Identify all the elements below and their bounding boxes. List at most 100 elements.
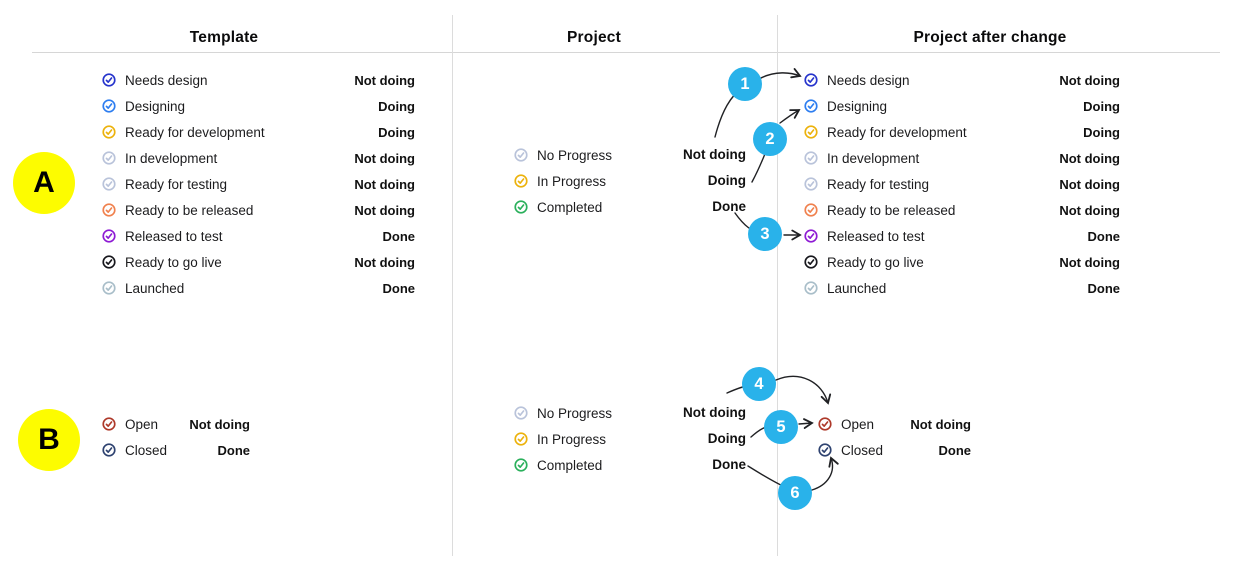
- section-a-label: A: [33, 166, 55, 199]
- status-row: Ready for testing Not doing: [804, 171, 1120, 197]
- status-label: In Progress: [537, 431, 607, 447]
- check-circle-icon: [804, 177, 818, 191]
- check-circle-icon: [804, 229, 818, 243]
- step-number: 3: [760, 224, 770, 243]
- check-circle-icon: [102, 125, 116, 139]
- step-number: 2: [765, 129, 775, 148]
- check-circle-icon: [818, 443, 832, 457]
- status-row: Launched Done: [804, 275, 1120, 301]
- status-label: Ready for development: [827, 124, 967, 140]
- project-status-list-bottom: No Progress In Progress Completed: [514, 400, 684, 478]
- status-label: Ready to be released: [827, 202, 956, 218]
- header-divider-line: [32, 52, 1220, 53]
- mapping-label-not-doing: Not doing: [683, 405, 746, 420]
- check-circle-icon: [514, 174, 528, 188]
- status-row: In development Not doing: [102, 145, 415, 171]
- step-marker-1: 1: [728, 67, 762, 101]
- column-header-project: Project: [567, 29, 621, 46]
- status-row: Ready for development Doing: [102, 119, 415, 145]
- status-label: Closed: [841, 442, 884, 458]
- mapping-value: Done: [1087, 280, 1121, 296]
- check-circle-icon: [102, 151, 116, 165]
- status-row: No Progress: [514, 400, 684, 426]
- step-number: 1: [740, 74, 750, 93]
- status-row: In Progress: [514, 168, 684, 194]
- section-b-label: B: [38, 423, 60, 456]
- column-divider-right: [777, 15, 778, 556]
- mapping-value: Not doing: [1059, 254, 1120, 270]
- arrow-4-head: [775, 375, 832, 405]
- status-row: Ready to be released Not doing: [804, 197, 1120, 223]
- mapping-value: Doing: [1083, 98, 1120, 114]
- section-a-badge: A: [13, 152, 75, 214]
- mapping-value: Doing: [378, 124, 415, 140]
- mapping-value: Doing: [1083, 124, 1120, 140]
- status-row: Ready for development Doing: [804, 119, 1120, 145]
- mapping-value: Not doing: [189, 416, 250, 432]
- mapping-value: Not doing: [354, 150, 415, 166]
- status-label: Launched: [125, 280, 185, 296]
- mapping-value: Done: [938, 442, 972, 458]
- mapping-value: Not doing: [910, 416, 971, 432]
- check-circle-icon: [514, 458, 528, 472]
- status-label: Ready for testing: [827, 176, 930, 192]
- status-label: In development: [125, 150, 218, 166]
- status-label: Ready to go live: [125, 254, 222, 270]
- mapping-value: Done: [1087, 228, 1121, 244]
- check-circle-icon: [804, 151, 818, 165]
- step-number: 4: [754, 374, 764, 393]
- status-row: Released to test Done: [102, 223, 415, 249]
- project-after-change-status-list: Needs design Not doing Designing Doing R…: [804, 67, 1120, 301]
- after-change-b-status-list: Open Not doing Closed Done: [818, 411, 971, 463]
- status-row: Designing Doing: [804, 93, 1120, 119]
- status-row: No Progress: [514, 142, 684, 168]
- mapping-value: Done: [382, 280, 416, 296]
- step-number: 5: [776, 417, 786, 436]
- status-label: Completed: [537, 457, 603, 473]
- check-circle-icon: [804, 99, 818, 113]
- check-circle-icon: [804, 203, 818, 217]
- status-label: Ready for development: [125, 124, 265, 140]
- check-circle-icon: [804, 73, 818, 87]
- status-label: Open: [841, 416, 875, 432]
- mapping-value: Not doing: [1059, 176, 1120, 192]
- mapping-label-done: Done: [712, 457, 746, 472]
- step-marker-2: 2: [753, 122, 787, 156]
- step-number: 6: [790, 483, 800, 502]
- status-row: Launched Done: [102, 275, 415, 301]
- mapping-labels-bottom: Not doing Doing Done: [626, 400, 746, 478]
- status-label: In development: [827, 150, 920, 166]
- mapping-value: Not doing: [354, 72, 415, 88]
- mapping-value: Doing: [378, 98, 415, 114]
- status-label: No Progress: [537, 147, 613, 163]
- status-label: In Progress: [537, 173, 607, 189]
- check-circle-icon: [102, 203, 116, 217]
- status-label: Designing: [125, 98, 186, 114]
- status-label: Closed: [125, 442, 168, 458]
- mapping-value: Done: [382, 228, 416, 244]
- status-row: Ready to go live Not doing: [102, 249, 415, 275]
- status-label: Released to test: [827, 228, 925, 244]
- arrow-1-head: [760, 68, 802, 79]
- status-row: Open Not doing: [818, 411, 971, 437]
- mapping-value: Not doing: [1059, 72, 1120, 88]
- status-row: Needs design Not doing: [804, 67, 1120, 93]
- check-circle-icon: [818, 417, 832, 431]
- check-circle-icon: [102, 281, 116, 295]
- status-row: Ready for testing Not doing: [102, 171, 415, 197]
- status-label: Ready to go live: [827, 254, 924, 270]
- check-circle-icon: [514, 432, 528, 446]
- status-row: Closed Done: [102, 437, 250, 463]
- template-b-status-list: Open Not doing Closed Done: [102, 411, 250, 463]
- column-divider-left: [452, 15, 453, 556]
- arrow-5-head: [798, 418, 814, 429]
- status-row: Ready to be released Not doing: [102, 197, 415, 223]
- status-row: In Progress: [514, 426, 684, 452]
- status-label: Needs design: [827, 72, 910, 88]
- status-label: Open: [125, 416, 159, 432]
- status-row: Closed Done: [818, 437, 971, 463]
- check-circle-icon: [102, 229, 116, 243]
- status-row: Open Not doing: [102, 411, 250, 437]
- mapping-labels-top: Not doing Doing Done: [626, 142, 746, 220]
